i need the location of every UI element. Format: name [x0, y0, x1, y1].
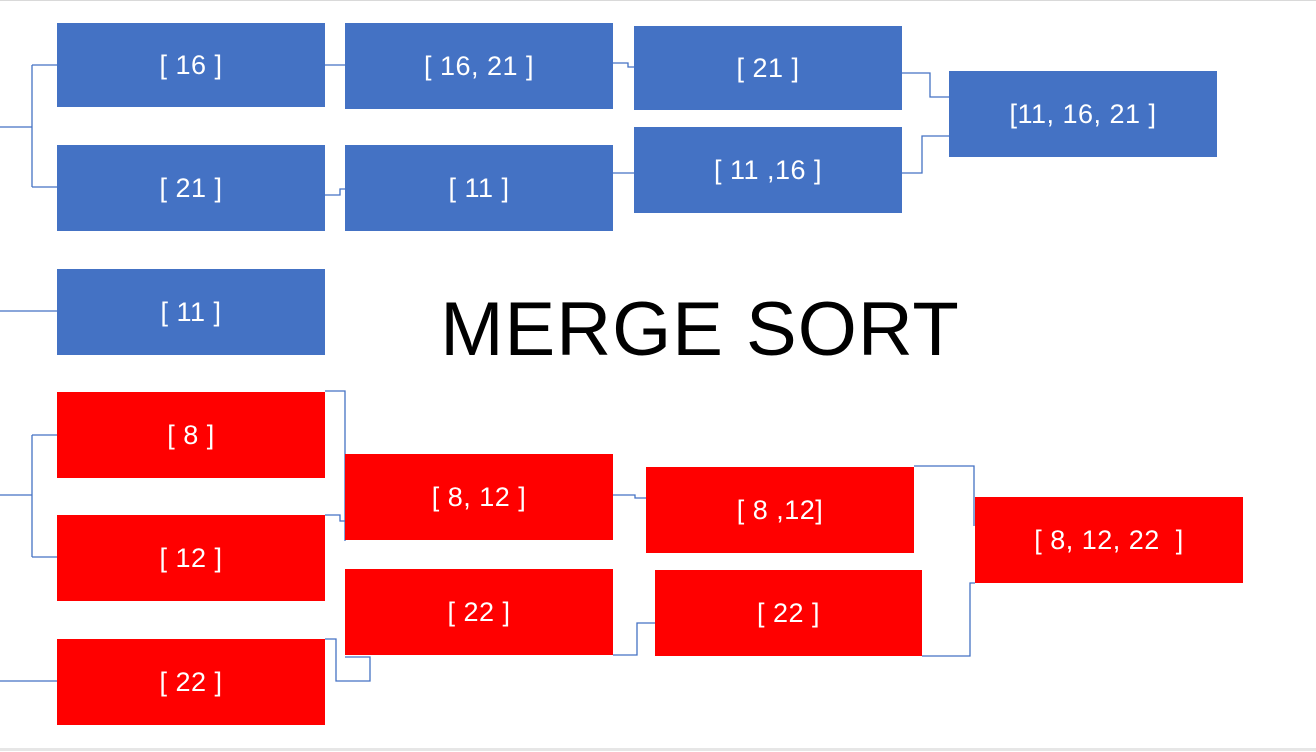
array-box-label: [ 16 ]	[159, 49, 223, 80]
array-box-label: [11, 16, 21 ]	[1009, 98, 1157, 129]
array-box-16-21: [ 16, 21 ]	[345, 23, 613, 109]
array-box-16: [ 16 ]	[57, 23, 325, 107]
connector	[613, 62, 634, 68]
array-box-label: [ 8, 12, 22 ]	[1034, 524, 1184, 555]
array-box-label: [ 8, 12 ]	[431, 481, 527, 512]
connector	[325, 188, 345, 196]
connector	[325, 514, 345, 522]
array-box-21: [ 21 ]	[57, 145, 325, 231]
array-box-8-12: [ 8, 12 ]	[345, 454, 613, 540]
array-box-11-16-21: [11, 16, 21 ]	[949, 71, 1217, 157]
array-box-8: [ 8 ]	[57, 392, 325, 478]
array-box-22: [ 22 ]	[57, 639, 325, 725]
diagram-title: MERGE SORT	[440, 286, 960, 372]
connector	[914, 465, 975, 526]
array-box-8-12-b: [ 8 ,12]	[646, 467, 914, 553]
array-box-label: [ 8 ]	[167, 419, 215, 450]
connector	[613, 494, 646, 499]
array-box-11-16: [ 11 ,16 ]	[634, 127, 902, 213]
array-box-label: [ 22 ]	[756, 597, 821, 628]
array-box-label: [ 21 ]	[159, 172, 223, 203]
array-box-label: [ 11 ]	[160, 296, 222, 327]
array-box-label: [ 22 ]	[159, 666, 223, 697]
array-box-label: [ 11 ]	[448, 172, 510, 203]
array-box-8-12-22: [ 8, 12, 22 ]	[975, 497, 1243, 583]
connector	[325, 390, 346, 541]
array-box-label: [ 21 ]	[736, 52, 800, 83]
connector	[922, 582, 975, 657]
array-box-22-c: [ 22 ]	[655, 570, 922, 656]
connector	[902, 135, 949, 174]
array-box-label: [ 11 ,16 ]	[713, 154, 823, 185]
connector	[902, 72, 949, 98]
array-box-label: [ 16, 21 ]	[423, 50, 535, 81]
array-box-label: [ 12 ]	[159, 542, 223, 573]
array-box-21-merged: [ 21 ]	[634, 26, 902, 110]
array-box-22-b: [ 22 ]	[345, 569, 613, 655]
array-box-label: [ 22 ]	[447, 596, 511, 627]
connector	[0, 64, 57, 188]
array-box-12: [ 12 ]	[57, 515, 325, 601]
array-box-11-single: [ 11 ]	[57, 269, 325, 355]
array-box-11: [ 11 ]	[345, 145, 613, 231]
array-box-label: [ 8 ,12]	[736, 494, 824, 525]
connector	[0, 434, 57, 558]
connector	[613, 622, 655, 656]
